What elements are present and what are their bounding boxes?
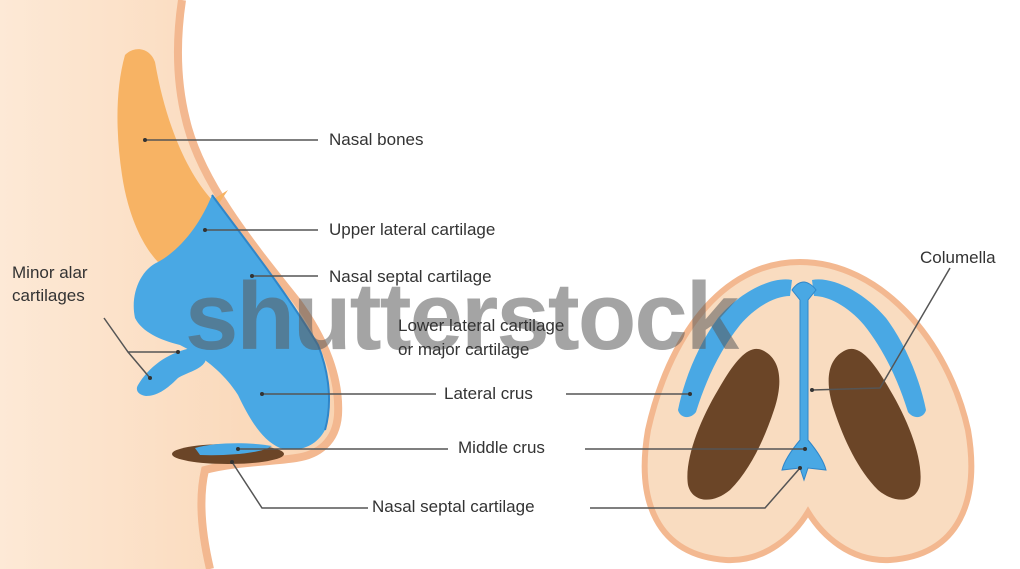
leader-septal-lower-left <box>232 462 368 508</box>
label-minor-alar-line1: Minor alar <box>12 263 88 283</box>
label-lower-lateral-line2: or major cartilage <box>398 340 529 360</box>
label-middle-crus: Middle crus <box>458 438 545 458</box>
label-lower-lateral-line1: Lower lateral cartilage <box>398 316 564 336</box>
label-upper-lateral-cartilage: Upper lateral cartilage <box>329 220 495 240</box>
label-columella: Columella <box>920 248 996 268</box>
label-lateral-crus: Lateral crus <box>444 384 533 404</box>
label-nasal-bones: Nasal bones <box>329 130 424 150</box>
label-minor-alar-line2: cartilages <box>12 286 85 306</box>
label-nasal-septal-cartilage-lower: Nasal septal cartilage <box>372 497 535 517</box>
label-nasal-septal-cartilage-upper: Nasal septal cartilage <box>329 267 492 287</box>
